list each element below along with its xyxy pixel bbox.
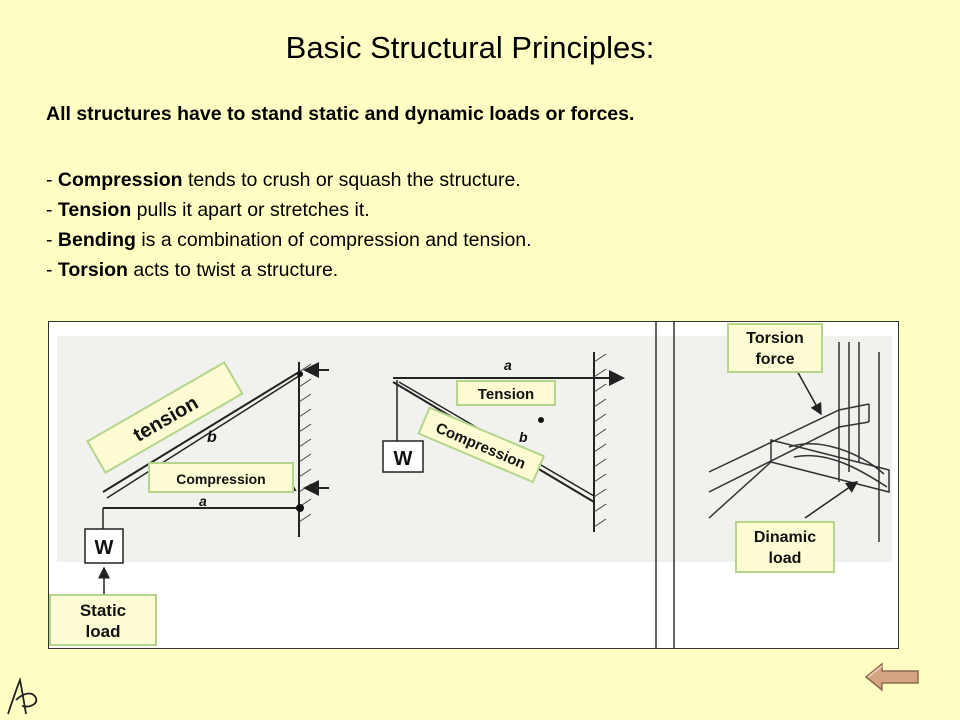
bullet-term: Tension [57, 199, 132, 221]
middle-wall-hatch [593, 353, 607, 528]
torsion-force-line1: Torsion [746, 330, 803, 347]
left-member-a-label: a [199, 493, 207, 509]
bullet-item: - Torsion acts to twist a structure. [46, 255, 532, 285]
dinamic-load-arrow [804, 481, 859, 519]
structural-diagram: W b a tension Compression Static load [48, 321, 899, 649]
middle-weight-label: W [394, 448, 413, 470]
left-weight-box [84, 528, 124, 564]
bullet-text: tends to crush or squash the structure. [182, 169, 521, 191]
bullet-text: is a combination of compression and tens… [135, 229, 532, 251]
static-load-line1: Static [80, 601, 126, 620]
bullet-list: - Compression tends to crush or squash t… [46, 165, 532, 285]
arrow-left-icon [864, 662, 919, 692]
left-compression-label: Compression [176, 471, 265, 487]
dinamic-load-box [735, 521, 835, 573]
signature-icon [7, 676, 38, 715]
left-tension-box [86, 361, 244, 474]
bullet-prefix: - [46, 169, 58, 191]
middle-member-b-label: b [519, 429, 528, 445]
torsion-force-line2: force [755, 351, 794, 368]
torsion-diagram: Torsion force Dinamic load [655, 322, 890, 648]
middle-tension-box [456, 380, 556, 406]
back-button[interactable] [864, 662, 920, 692]
bullet-term: Torsion [57, 259, 128, 281]
static-load-box [49, 594, 157, 646]
middle-point [538, 417, 544, 423]
page-title: Basic Structural Principles: [285, 30, 655, 65]
bullet-prefix: - [46, 229, 58, 251]
bullet-term: Bending [57, 229, 136, 251]
bullet-item: - Compression tends to crush or squash t… [46, 165, 532, 195]
middle-tension-label: Tension [478, 386, 534, 403]
dinamic-load-line2: load [769, 550, 802, 567]
left-weight-label: W [95, 537, 114, 559]
middle-compression-box [417, 406, 546, 484]
middle-member-a-label: a [504, 357, 512, 373]
torsion-beam [708, 403, 890, 519]
static-load-line2: load [86, 622, 121, 641]
intro-text: All structures have to stand static and … [46, 103, 635, 125]
left-member-b-label: b [207, 429, 217, 446]
left-compression-box [148, 462, 294, 493]
left-diagonal-member-edge [106, 375, 300, 499]
middle-weight-box [382, 440, 424, 473]
bullet-item: - Bending is a combination of compressio… [46, 225, 532, 255]
diagram-svg: W b a tension Compression Static load [49, 322, 892, 648]
bullet-term: Compression [57, 169, 183, 191]
left-joint [296, 504, 304, 512]
torsion-force-box [727, 323, 823, 373]
bullet-prefix: - [46, 259, 58, 281]
left-diagonal-member [102, 371, 300, 493]
bullet-prefix: - [46, 199, 58, 221]
left-joint-top [297, 371, 303, 377]
bullet-text: acts to twist a structure. [127, 259, 339, 281]
dinamic-load-line1: Dinamic [754, 529, 816, 546]
left-bracket-diagram: W b a tension Compression Static load [49, 361, 329, 646]
torsion-posts [655, 322, 880, 648]
bullet-item: - Tension pulls it apart or stretches it… [46, 195, 532, 225]
bullet-text: pulls it apart or stretches it. [131, 199, 370, 221]
